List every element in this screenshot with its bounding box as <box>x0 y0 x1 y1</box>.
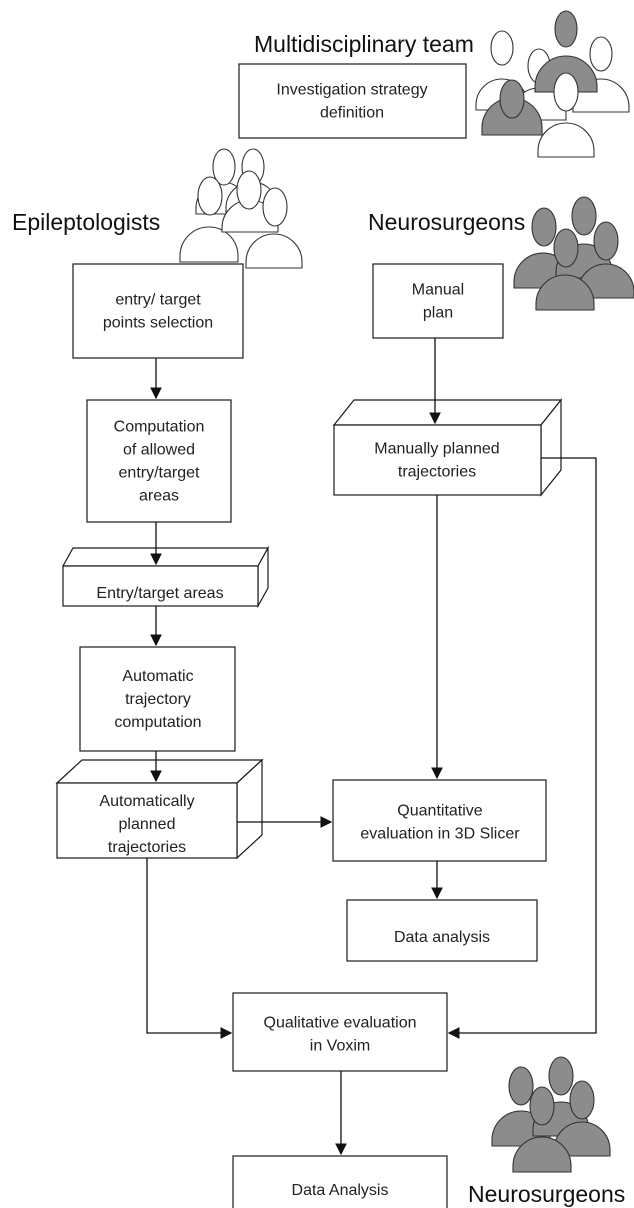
auto-computation-line: Automatic <box>122 668 193 685</box>
manual-plan-line: plan <box>423 305 453 322</box>
auto-planned-line: planned <box>119 816 176 833</box>
data-analysis-small-box <box>346 899 538 962</box>
computation-areas-line: of allowed <box>123 442 195 459</box>
strategy-label: Investigation strategy definition <box>276 82 427 122</box>
entry-selection-line: points selection <box>103 315 213 332</box>
data-analysis-small-label: Data analysis <box>394 929 490 946</box>
data-analysis-final-line: Data Analysis <box>292 1182 389 1199</box>
auto-computation-line: computation <box>114 714 201 731</box>
person-icon <box>481 79 543 136</box>
neurosurgeons-bottom-people-icon <box>491 1056 611 1173</box>
strategy-line: definition <box>320 105 384 122</box>
quantitative-line: Quantitative <box>397 803 482 820</box>
entry-selection-line: entry/ target <box>115 292 201 309</box>
manual-plan-label: Manual plan <box>412 282 464 322</box>
qualitative-line: in Voxim <box>310 1038 370 1055</box>
qualitative-box <box>232 992 448 1072</box>
data-analysis-small-line: Data analysis <box>394 929 490 946</box>
auto-computation-line: trajectory <box>125 691 191 708</box>
manual-planned-line: trajectories <box>398 464 476 481</box>
strategy-box <box>238 63 467 139</box>
quantitative-label: Quantitative evaluation in 3D Slicer <box>360 803 520 843</box>
computation-areas-line: Computation <box>114 419 205 436</box>
heading-neurosurgeons-top: Neurosurgeons <box>368 209 525 235</box>
auto-planned-line: Automatically <box>99 793 194 810</box>
strategy-line: Investigation strategy <box>276 82 427 99</box>
auto-planned-cuboid <box>55 758 264 860</box>
person-icon <box>537 72 595 158</box>
auto-computation-label: Automatic trajectory computation <box>114 668 201 731</box>
manual-planned-line: Manually planned <box>374 441 499 458</box>
multidisciplinary-team-people-icon <box>475 10 630 158</box>
data-analysis-final-box <box>232 1155 448 1208</box>
manual-planned-cuboid <box>332 398 563 497</box>
auto-computation-box <box>79 646 236 752</box>
quantitative-line: evaluation in 3D Slicer <box>360 826 520 843</box>
manual-plan-line: Manual <box>412 282 464 299</box>
computation-areas-label: Computation of allowed entry/target areas <box>114 419 205 505</box>
data-analysis-final-label: Data Analysis <box>292 1182 389 1199</box>
entry-target-areas-cuboid <box>61 545 270 609</box>
heading-neurosurgeons-bottom: Neurosurgeons <box>468 1181 625 1207</box>
computation-areas-line: entry/target <box>119 465 200 482</box>
person-icon <box>512 1086 572 1173</box>
person-icon <box>179 176 239 263</box>
arrow-auto-planned-to-qualitative <box>146 858 233 1039</box>
heading-epileptologists: Epileptologists <box>12 209 160 235</box>
heading-multidisciplinary-team: Multidisciplinary team <box>254 31 474 57</box>
manual-planned-label: Manually planned trajectories <box>374 441 499 481</box>
entry-target-areas-line: Entry/target areas <box>96 585 223 602</box>
entry-selection-label: entry/ target points selection <box>103 292 213 332</box>
quantitative-box <box>332 779 547 862</box>
epileptologists-people-icon <box>179 148 303 269</box>
person-icon <box>535 228 595 311</box>
neurosurgeons-top-people-icon <box>513 196 634 311</box>
auto-planned-line: trajectories <box>108 839 186 856</box>
computation-areas-line: areas <box>139 488 179 505</box>
qualitative-line: Qualitative evaluation <box>264 1015 417 1032</box>
arrow-manual-planned-to-qualitative <box>447 457 597 1039</box>
entry-selection-box <box>72 263 244 359</box>
manual-plan-box <box>372 263 504 339</box>
person-icon <box>577 221 634 299</box>
qualitative-label: Qualitative evaluation in Voxim <box>264 1015 417 1055</box>
person-icon <box>245 187 303 269</box>
entry-target-areas-label: Entry/target areas <box>96 585 223 602</box>
auto-planned-label: Automatically planned trajectories <box>99 793 194 856</box>
computation-areas-box <box>86 399 232 523</box>
